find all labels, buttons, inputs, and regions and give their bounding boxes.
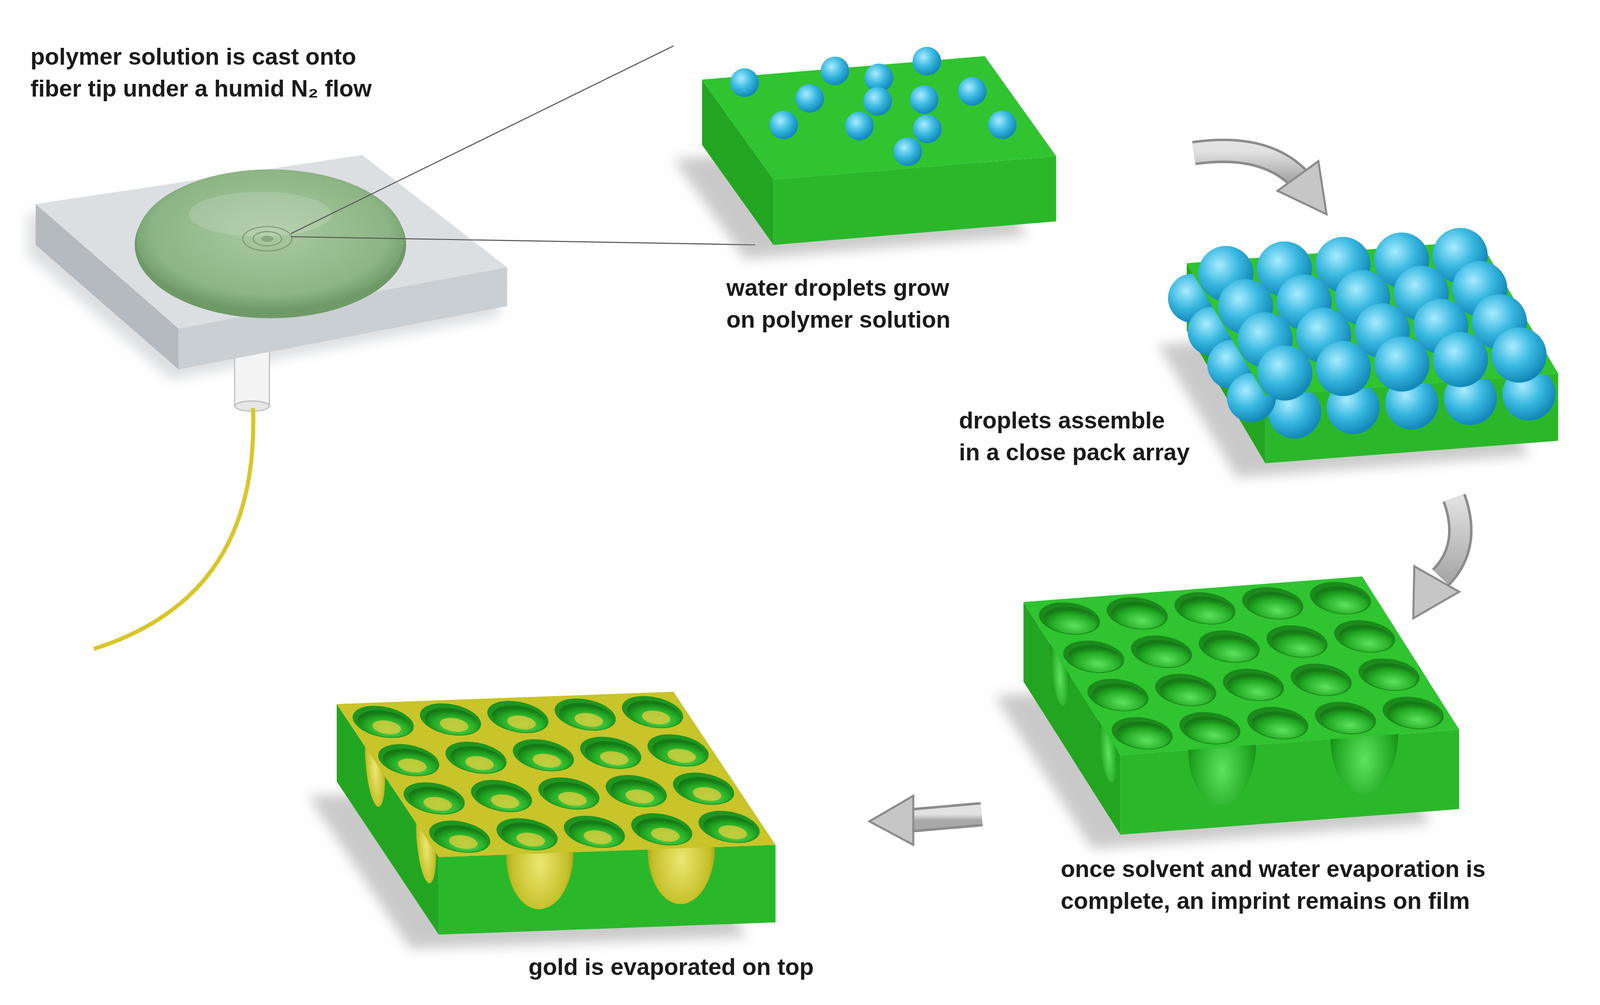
caption-label: once solvent and water evaporation is co… [1060,853,1591,918]
film-block [673,46,1057,260]
caption-label: polymer solution is cast onto fiber tip … [30,41,453,105]
caption-label: droplets assemble in a close pack array [958,405,1260,469]
process-arrow [1193,150,1327,215]
film-block [995,576,1460,850]
film-block [308,692,776,950]
caption-label: water droplets grow on polymer solution [726,272,1018,336]
fiber-substrate [27,155,508,650]
film-block [1158,227,1559,478]
caption-label: gold is evaporated on top [528,951,814,984]
film-blocks [308,46,1559,950]
process-arrow [869,796,982,846]
process-arrow [1413,498,1461,619]
